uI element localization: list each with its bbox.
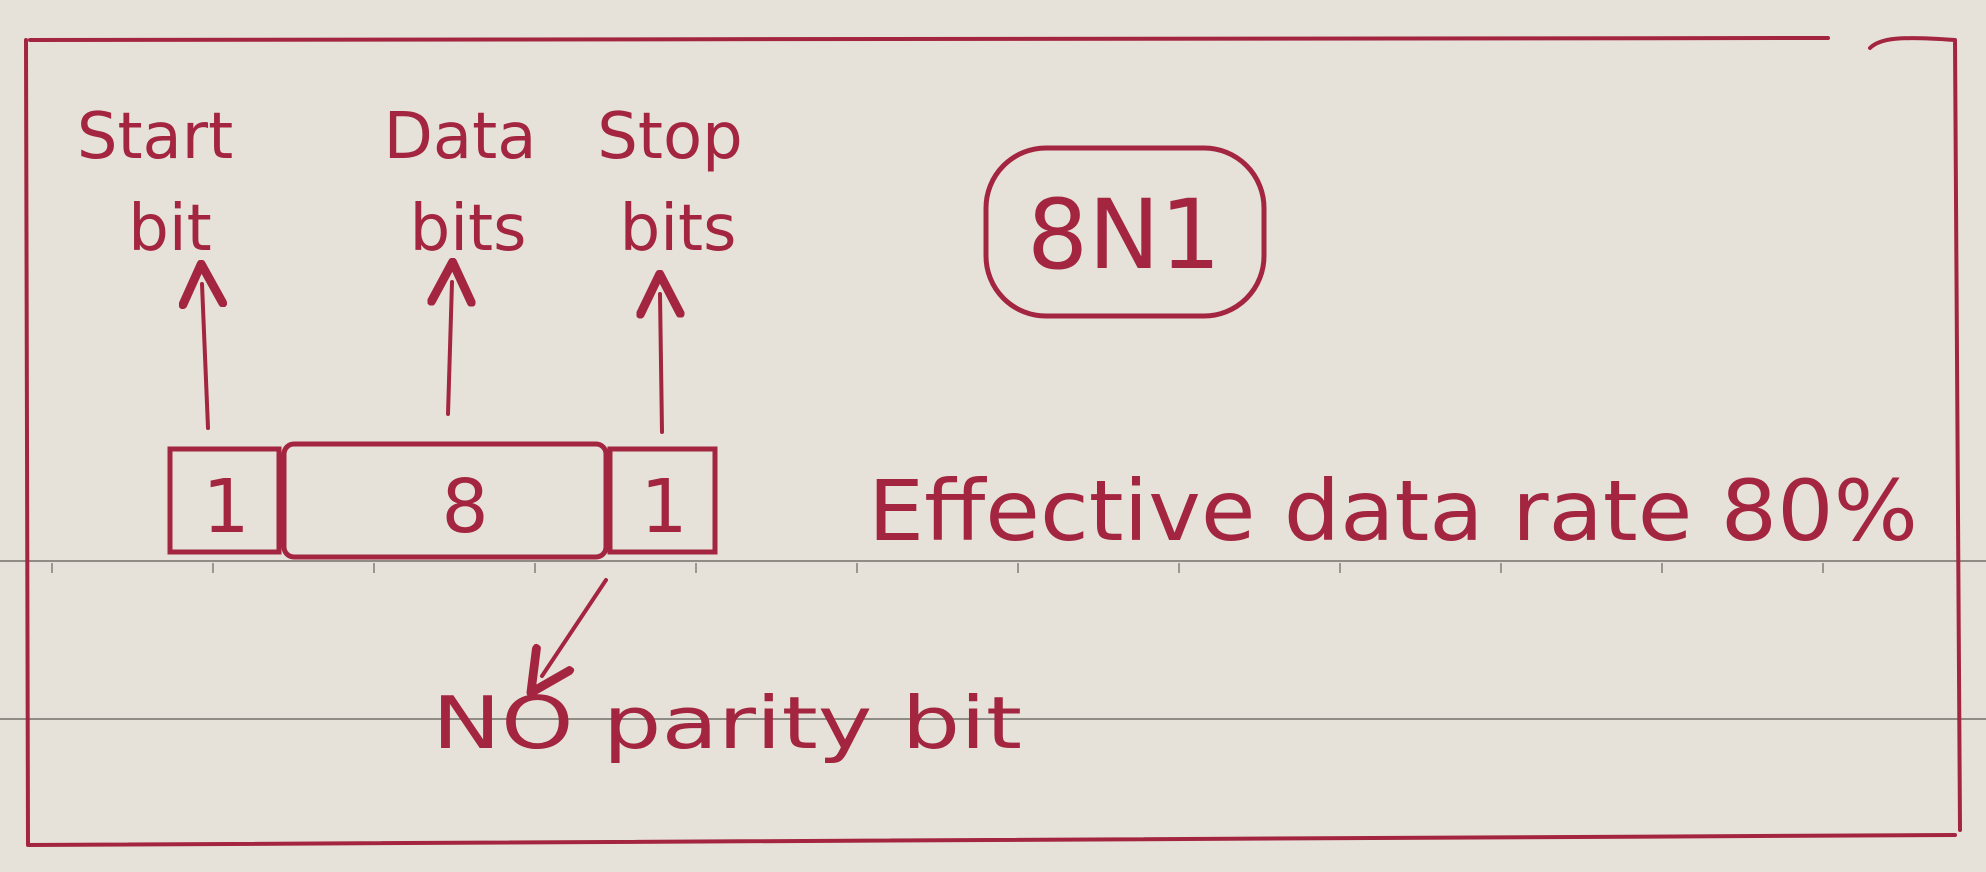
stop-bits-label: Stop bits	[597, 100, 743, 266]
config-badge: 8N1	[983, 145, 1267, 319]
stop-bits-field: 1	[607, 446, 718, 555]
stop-bits-label-line2: bits	[620, 192, 737, 266]
start-bit-label-line1: Start	[77, 100, 233, 174]
data-bits-label-line2: bits	[410, 192, 527, 266]
start-bit-count: 1	[202, 464, 249, 550]
stop-bits-count: 1	[640, 464, 687, 550]
start-bit-field: 1	[167, 446, 282, 555]
data-bits-label-line1: Data	[384, 100, 537, 174]
outer-border	[24, 36, 1962, 847]
serial-frame: 1 8 1	[167, 441, 718, 560]
parity-arrow	[542, 578, 608, 676]
ruled-lines	[0, 560, 1986, 720]
stop-bits-box	[607, 446, 718, 555]
data-bits-arrow	[448, 282, 452, 416]
data-bits-label: Data bits	[384, 100, 537, 266]
config-badge-text: 8N1	[1027, 179, 1221, 291]
config-badge-outline	[983, 145, 1267, 319]
parity-note: NO parity bit	[432, 681, 1022, 765]
stop-bits-label-line1: Stop	[597, 100, 743, 174]
start-bit-label: Start bit	[77, 100, 233, 266]
data-bits-count: 8	[441, 464, 488, 550]
start-bit-arrow	[202, 284, 208, 430]
data-bits-field: 8	[281, 441, 609, 560]
rule-tick-marks	[51, 563, 1824, 573]
stop-bits-arrow	[660, 294, 662, 434]
data-bits-box	[281, 441, 609, 560]
effective-rate-note: Effective data rate 80%	[868, 462, 1918, 560]
start-bit-label-line2: bit	[128, 192, 212, 266]
start-bit-box	[167, 446, 282, 555]
